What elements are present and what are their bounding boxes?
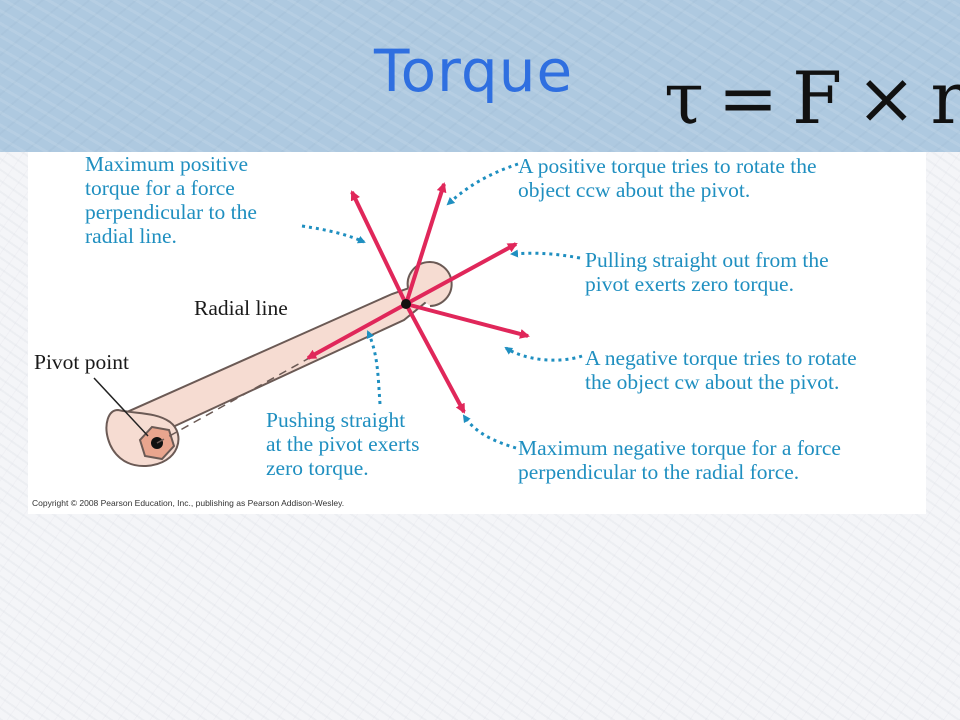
torque-figure: Maximum positive torque for a force perp… bbox=[28, 152, 926, 514]
copyright-notice: Copyright © 2008 Pearson Education, Inc.… bbox=[32, 498, 345, 508]
callouts bbox=[301, 162, 583, 450]
force-arrows bbox=[306, 182, 530, 414]
torque-diagram bbox=[93, 162, 583, 468]
label-pivot-point: Pivot point bbox=[34, 350, 129, 374]
arrow-positive bbox=[404, 182, 447, 305]
arrow-pulling bbox=[405, 242, 518, 306]
arrow-max-negative bbox=[404, 303, 466, 414]
radial-line bbox=[156, 303, 407, 444]
equation-tau: τ bbox=[664, 56, 704, 140]
equation-radius: r bbox=[930, 56, 960, 140]
equation-equals: = bbox=[717, 56, 779, 140]
callout-pushing bbox=[366, 330, 382, 405]
label-max-negative: Maximum negative torque for a force perp… bbox=[518, 436, 841, 484]
arrow-max-positive bbox=[350, 190, 408, 305]
equation-force: F bbox=[792, 56, 843, 140]
callout-negative bbox=[504, 346, 583, 362]
label-max-positive: Maximum positive torque for a force perp… bbox=[85, 152, 257, 248]
callout-max-positive bbox=[301, 224, 366, 244]
slide-title: Torque bbox=[374, 37, 574, 105]
callout-max-negative bbox=[462, 414, 517, 450]
label-negative-torque: A negative torque tries to rotate the ob… bbox=[585, 346, 857, 394]
arrow-negative bbox=[405, 302, 530, 339]
callout-pulling bbox=[510, 249, 581, 260]
wrench bbox=[105, 261, 453, 468]
equation-cross: × bbox=[856, 56, 917, 140]
arrow-pushing bbox=[306, 302, 407, 360]
torque-equation: τ=F×r bbox=[664, 62, 960, 134]
force-origin-dot bbox=[401, 299, 411, 309]
header-band bbox=[0, 0, 960, 152]
label-pulling: Pulling straight out from the pivot exer… bbox=[585, 248, 829, 296]
label-radial-line: Radial line bbox=[194, 296, 288, 320]
label-pushing: Pushing straight at the pivot exerts zer… bbox=[266, 408, 420, 480]
label-positive-torque: A positive torque tries to rotate the ob… bbox=[518, 154, 817, 202]
callout-positive bbox=[446, 162, 519, 206]
pivot-leader bbox=[93, 377, 149, 437]
